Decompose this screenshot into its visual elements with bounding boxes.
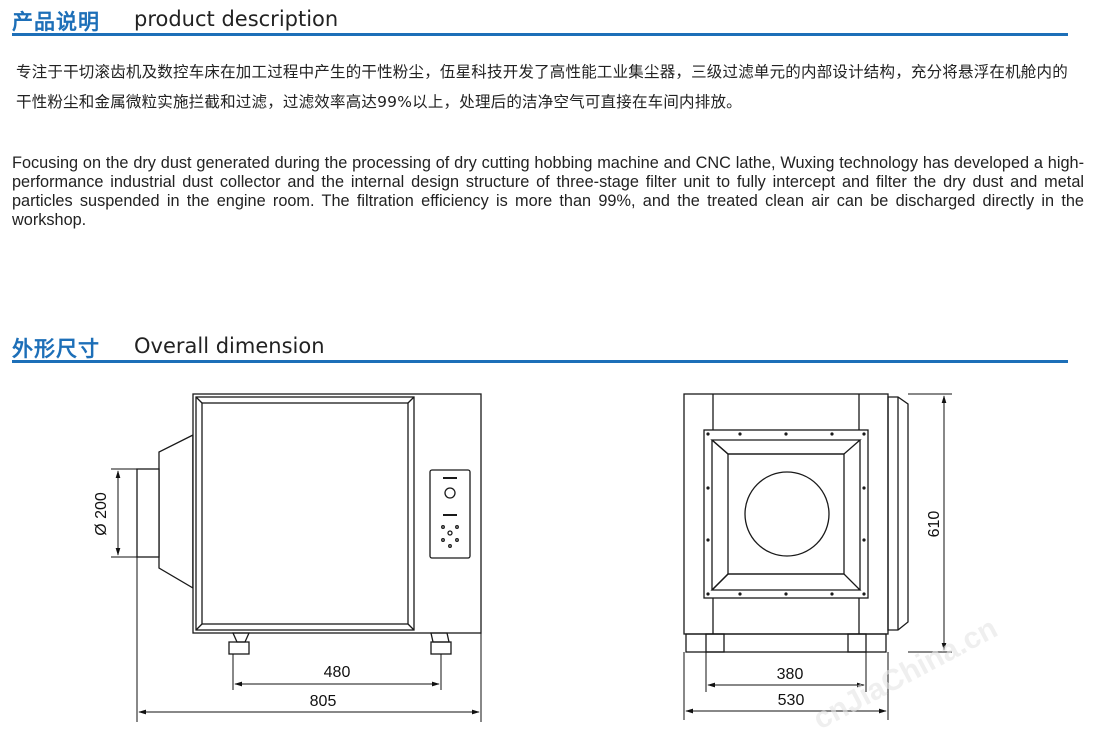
base-frame	[685, 633, 887, 653]
section-divider	[12, 360, 1068, 363]
dim-inlet-diameter: Ø 200	[93, 492, 110, 536]
section-title-cn: 产品说明	[12, 10, 100, 34]
flange-bolts	[706, 432, 866, 596]
section-header-overall-dimension: 外形尺寸 Overall dimension	[12, 333, 1068, 363]
control-panel	[429, 469, 471, 559]
dim-height: 610	[926, 511, 943, 538]
side-view	[683, 393, 909, 653]
outlet-opening	[744, 471, 830, 557]
front-view	[136, 393, 482, 655]
foot-left-base	[228, 641, 250, 655]
main-body	[192, 393, 482, 634]
foot-right-base	[430, 641, 452, 655]
section-divider	[12, 33, 1068, 36]
dim-feet-spacing: 480	[324, 664, 351, 681]
section-title-en: product description	[134, 7, 339, 31]
inlet-cone	[158, 433, 194, 590]
section-title-cn: 外形尺寸	[12, 337, 100, 361]
power-knob-icon	[444, 487, 456, 499]
foot-right	[430, 632, 450, 643]
description-cn: 专注于干切滚齿机及数控车床在加工过程中产生的干性粉尘，伍星科技开发了高性能工业集…	[16, 63, 1068, 111]
door-panel	[201, 402, 409, 625]
flange-plate	[703, 429, 869, 599]
section-header-product-description: 产品说明 product description	[12, 6, 1068, 36]
description-en: Focusing on the dry dust generated durin…	[12, 154, 1084, 229]
dim-overall-width: 805	[310, 693, 337, 710]
door-frame	[195, 396, 415, 631]
control-button-icon	[447, 530, 453, 536]
dim-base-width: 380	[777, 666, 804, 683]
foot-left	[231, 632, 251, 643]
dim-overall-depth: 530	[778, 692, 805, 709]
inlet-pipe	[136, 468, 160, 558]
front-dimension-lines	[111, 468, 482, 722]
side-dimension-lines	[683, 393, 952, 720]
section-title-en: Overall dimension	[134, 334, 325, 358]
